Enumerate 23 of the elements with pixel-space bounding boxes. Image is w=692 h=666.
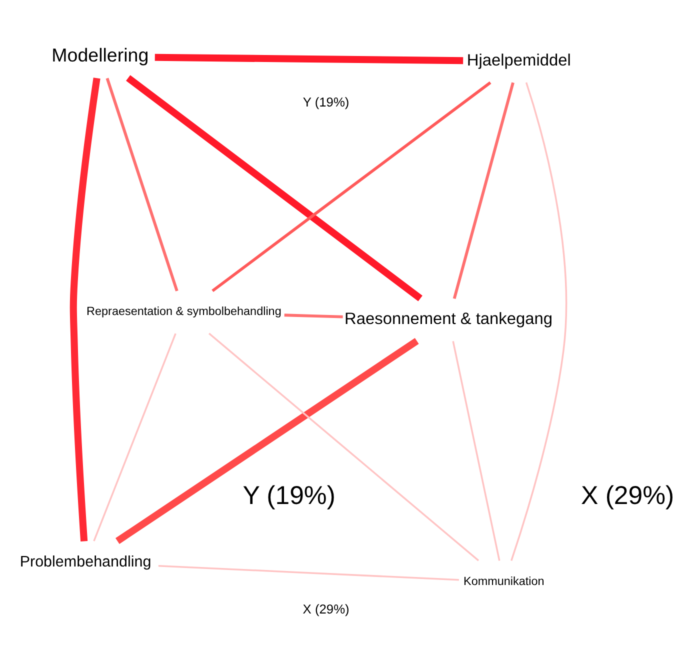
connector — [208, 332, 480, 561]
connector — [158, 564, 459, 580]
connector — [510, 82, 568, 560]
connector — [452, 82, 514, 298]
connector — [93, 332, 176, 541]
connector — [284, 313, 343, 318]
connector — [106, 77, 178, 291]
label: Y (19%) — [302, 94, 350, 110]
connector — [452, 340, 500, 560]
node-text: Kommunikation — [464, 574, 544, 588]
label: Y (19%) — [242, 482, 336, 510]
label: X (29%) — [302, 600, 350, 616]
connector — [154, 53, 464, 64]
label: X (29%) — [580, 482, 674, 510]
connector — [212, 80, 492, 292]
connector — [126, 74, 422, 301]
node-text: Hjaelpemiddel — [466, 51, 571, 70]
node-text: Repraesentation & symbolbehandling — [86, 304, 282, 318]
node-text: Problembehandling — [20, 552, 152, 570]
connector — [116, 338, 419, 544]
node-text: Modellering — [52, 44, 149, 65]
connector — [70, 77, 100, 541]
node-text: Raesonnement & tankegang — [344, 310, 553, 328]
